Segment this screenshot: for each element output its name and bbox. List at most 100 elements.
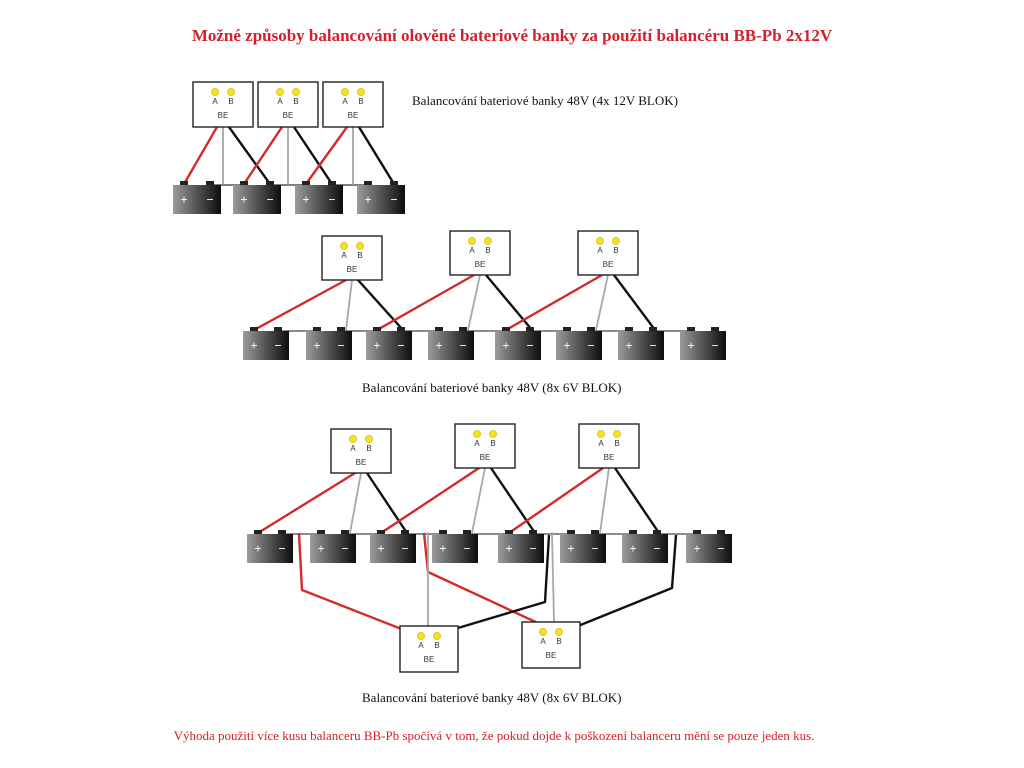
- plus-sign: +: [563, 339, 570, 353]
- battery-body: [498, 534, 544, 563]
- port-b-label: B: [293, 97, 298, 106]
- negative-terminal: [266, 181, 274, 185]
- battery-body: [370, 534, 416, 563]
- middle-wire: [599, 467, 610, 534]
- negative-terminal: [341, 530, 349, 534]
- plus-sign: +: [373, 339, 380, 353]
- positive-terminal: [254, 530, 262, 534]
- port-a-label: A: [418, 641, 424, 650]
- led-b-icon: [292, 88, 300, 96]
- port-b-label: B: [614, 439, 619, 448]
- minus-sign: −: [717, 542, 724, 556]
- port-b-label: B: [358, 97, 363, 106]
- negative-terminal: [328, 181, 336, 185]
- positive-terminal: [250, 327, 258, 331]
- balancer-label: BE: [347, 265, 358, 274]
- balancer-label: BE: [475, 260, 486, 269]
- balancer-label: BE: [603, 260, 614, 269]
- battery-block: +−: [310, 530, 356, 563]
- plus-sign: +: [254, 542, 261, 556]
- battery-block: +−: [622, 530, 668, 563]
- middle-wire: [349, 472, 362, 534]
- positive-terminal: [505, 530, 513, 534]
- negative-wire: [357, 125, 396, 186]
- port-a-label: A: [597, 246, 603, 255]
- minus-sign: −: [278, 542, 285, 556]
- port-b-label: B: [357, 251, 362, 260]
- positive-wire: [507, 466, 605, 535]
- minus-sign: −: [274, 339, 281, 353]
- positive-terminal: [625, 327, 633, 331]
- plus-sign: +: [435, 339, 442, 353]
- negative-terminal: [653, 530, 661, 534]
- negative-terminal: [649, 327, 657, 331]
- battery-block: +−: [243, 327, 289, 360]
- battery-body: [686, 534, 732, 563]
- balancer-label: BE: [480, 453, 491, 462]
- battery-body: [243, 331, 289, 360]
- battery-block: +−: [556, 327, 602, 360]
- minus-sign: −: [390, 193, 397, 207]
- led-b-icon: [612, 237, 620, 245]
- port-a-label: A: [469, 246, 475, 255]
- minus-sign: −: [397, 339, 404, 353]
- led-b-icon: [489, 430, 497, 438]
- positive-terminal: [693, 530, 701, 534]
- port-a-label: A: [598, 439, 604, 448]
- negative-terminal: [274, 327, 282, 331]
- led-b-icon: [357, 88, 365, 96]
- led-a-icon: [468, 237, 476, 245]
- middle-wire: [471, 467, 486, 534]
- middle-wire: [551, 532, 555, 623]
- positive-wire: [379, 466, 481, 535]
- negative-wire: [356, 278, 405, 332]
- balancer-label: BE: [356, 458, 367, 467]
- minus-sign: −: [459, 339, 466, 353]
- minus-sign: −: [591, 542, 598, 556]
- port-b-label: B: [556, 637, 561, 646]
- positive-terminal: [317, 530, 325, 534]
- battery-body: [622, 534, 668, 563]
- minus-sign: −: [526, 339, 533, 353]
- negative-wire: [292, 125, 334, 186]
- positive-wire: [375, 273, 476, 332]
- positive-wire: [304, 125, 349, 186]
- balancer-body: [330, 428, 392, 474]
- negative-wire: [577, 534, 678, 628]
- port-a-label: A: [277, 97, 283, 106]
- battery-body: [366, 331, 412, 360]
- plus-sign: +: [317, 542, 324, 556]
- plus-sign: +: [505, 542, 512, 556]
- led-b-icon: [484, 237, 492, 245]
- negative-terminal: [711, 327, 719, 331]
- plus-sign: +: [302, 193, 309, 207]
- negative-terminal: [526, 327, 534, 331]
- negative-terminal: [401, 530, 409, 534]
- battery-block: +−: [560, 530, 606, 563]
- battery-block: +−: [233, 181, 281, 214]
- led-a-icon: [597, 430, 605, 438]
- led-b-icon: [433, 632, 441, 640]
- balancer-label: BE: [546, 651, 557, 660]
- led-a-icon: [473, 430, 481, 438]
- minus-sign: −: [529, 542, 536, 556]
- plus-sign: +: [313, 339, 320, 353]
- battery-block: +−: [680, 327, 726, 360]
- balancer-body: [399, 625, 459, 673]
- battery-block: +−: [686, 530, 732, 563]
- footer-note: Výhoda použití více kusu balanceru BB-Pb…: [173, 728, 815, 743]
- balancer-body: [449, 230, 511, 276]
- battery-body: [560, 534, 606, 563]
- balancer-body: [578, 423, 640, 469]
- plus-sign: +: [377, 542, 384, 556]
- plus-sign: +: [250, 339, 257, 353]
- plus-sign: +: [502, 339, 509, 353]
- battery-block: +−: [428, 327, 474, 360]
- balancer-body: [454, 423, 516, 469]
